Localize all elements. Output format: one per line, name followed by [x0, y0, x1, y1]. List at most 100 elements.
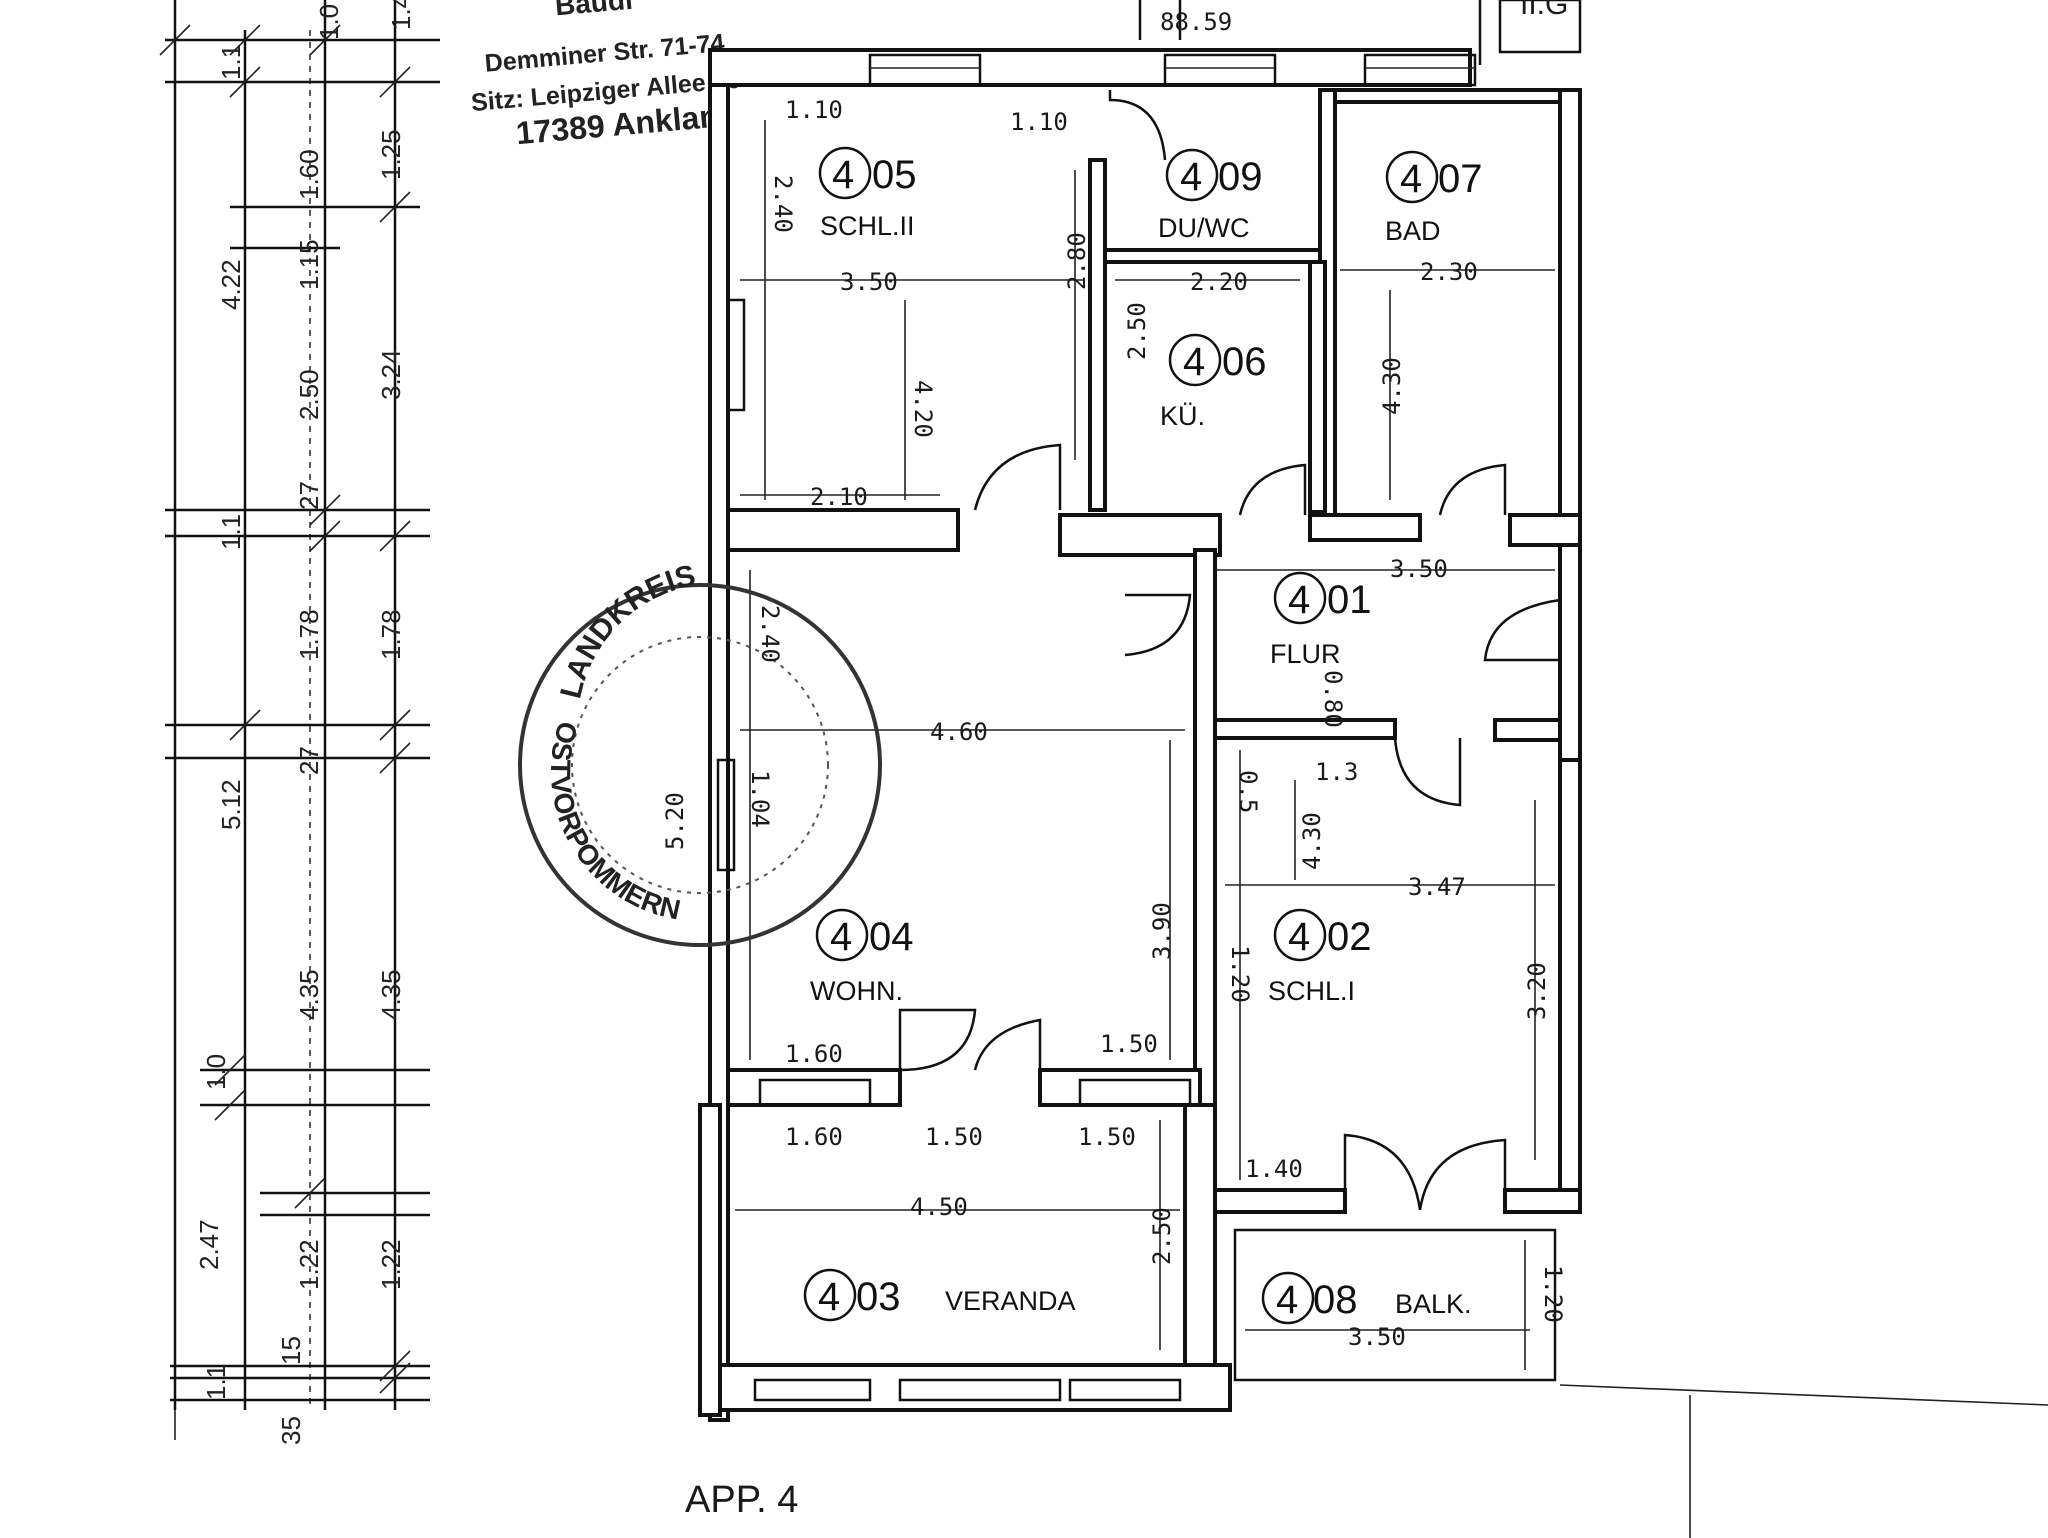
interior-dimension-lines: [735, 120, 1555, 1370]
right-margin-lines: [1559, 1384, 2048, 1538]
dim-bad-width: 2.30: [1420, 258, 1478, 286]
room-09-name: DU/WC: [1158, 213, 1249, 243]
dim-top-0: 1.0: [314, 4, 344, 40]
dim-col2-0: 1.1: [216, 44, 246, 80]
dim-col4-0: 1.25: [376, 129, 406, 180]
room-07-floor: 4: [1400, 157, 1422, 201]
dim-col3-2: 2.50: [294, 369, 324, 420]
area-fragment: 88.59: [1160, 8, 1232, 36]
room-05-floor: 4: [832, 153, 854, 197]
dim-ver-b: 1.50: [925, 1123, 983, 1151]
room-08-floor: 4: [1276, 1278, 1298, 1322]
room-07: 4 07 BAD: [1385, 150, 1483, 246]
dim-ku-width: 2.20: [1190, 268, 1248, 296]
room-05-num: 05: [872, 153, 917, 197]
dim-col3-7: 1.22: [294, 1239, 324, 1290]
dim-ver-a: 1.60: [785, 1123, 843, 1151]
dim-schl1-e: 1.40: [1245, 1155, 1303, 1183]
dim-col1-2: 2.47: [194, 1219, 224, 1270]
room-04: 4 04 WOHN.: [810, 908, 914, 1006]
dim-col1-0: 4.22: [216, 259, 246, 310]
dim-balk-depth: 1.20: [1539, 1265, 1567, 1323]
dim-ku-depth: 2.50: [1123, 302, 1151, 360]
dim-schl2-depth: 4.20: [909, 380, 937, 438]
dim-ver-depth: 2.50: [1148, 1207, 1176, 1265]
room-06-name: KÜ.: [1160, 401, 1205, 431]
room-02-num: 02: [1327, 915, 1372, 959]
dim-col3-0: 1.60: [294, 149, 324, 200]
room-05: 4 05 SCHL.II: [818, 146, 917, 241]
room-07-num: 07: [1438, 157, 1483, 201]
room-02-name: SCHL.I: [1268, 976, 1355, 1006]
dim-col4-4: 1.22: [376, 1239, 406, 1290]
room-06: 4 06 KÜ.: [1160, 333, 1267, 431]
dim-top-a: 1.10: [785, 96, 843, 124]
room-01-name: FLUR: [1270, 639, 1341, 669]
room-06-floor: 4: [1183, 340, 1205, 384]
dim-col3-5: 27: [294, 746, 324, 775]
dim-col3-6: 4.35: [294, 969, 324, 1020]
dim-schl2-window: 2.40: [769, 175, 797, 233]
top-fragments: 88.59 II.G: [1138, 0, 1582, 65]
dim-top-b: 1.10: [1010, 108, 1068, 136]
room-01-floor: 4: [1288, 578, 1310, 622]
windows: [716, 53, 1477, 1402]
dim-schl1-width: 3.47: [1408, 873, 1466, 901]
dim-schl1-depth: 3.20: [1523, 962, 1551, 1020]
dim-wohn-side: 3.90: [1148, 902, 1176, 960]
room-02: 4 02 SCHL.I: [1268, 908, 1372, 1006]
dim-flur-door: 0.80: [1319, 670, 1347, 728]
dim-col3-3: 27: [294, 481, 324, 510]
dim-schl1-d: 1.20: [1226, 945, 1254, 1003]
dim-schl1-b: 0.5: [1234, 770, 1262, 813]
official-seal: LANDKREIS OSTVORPOMMERN: [518, 559, 882, 947]
dim-wohn-depth: 5.20: [661, 792, 689, 850]
dim-col3-1: 1.15: [294, 239, 324, 290]
dim-schl1-c: 4.30: [1298, 812, 1326, 870]
walls: [698, 48, 1582, 1422]
room-08: 4 08 BALK.: [1261, 1271, 1472, 1325]
dim-bad-depth: 4.30: [1378, 357, 1406, 415]
plan-label: APP. 4: [685, 1479, 798, 1521]
dim-col4-1: 3.24: [376, 349, 406, 400]
room-08-num: 08: [1313, 1278, 1358, 1322]
room-01: 4 01 FLUR: [1270, 571, 1372, 669]
room-02-floor: 4: [1288, 915, 1310, 959]
dim-col4-3: 4.35: [376, 969, 406, 1020]
dim-wohn-window: 2.40: [756, 605, 784, 663]
interior-dimensions: 3.50 4.20 2.80 2.40 2.10 1.10 1.10 2.20 …: [661, 96, 1567, 1351]
room-09: 4 09 DU/WC: [1158, 148, 1263, 243]
room-05-name: SCHL.II: [820, 211, 915, 241]
dim-top-1: 1.4: [386, 0, 416, 30]
room-01-num: 01: [1327, 578, 1372, 622]
room-03-floor: 4: [818, 1275, 840, 1319]
dim-wohn-right: 1.50: [1100, 1030, 1158, 1058]
company-stamp: Baudi Demminer Str. 71-74 Sitz: Leipzige…: [470, 0, 741, 151]
doors: [898, 90, 1561, 1211]
room-04-num: 04: [869, 915, 914, 959]
room-06-num: 06: [1222, 340, 1267, 384]
dim-col2-2: 1.0: [201, 1054, 231, 1090]
dim-flur-width: 3.50: [1390, 555, 1448, 583]
dim-schl2-side: 2.80: [1063, 232, 1091, 290]
dim-col2-1: 1.1: [216, 514, 246, 550]
dim-col3-8: 15: [276, 1336, 306, 1365]
dim-col3-4: 1.78: [294, 609, 324, 660]
room-08-name: BALK.: [1395, 1289, 1472, 1319]
room-07-name: BAD: [1385, 216, 1441, 246]
dim-ver-width: 4.50: [910, 1193, 968, 1221]
seal-top-text: LANDKREIS: [554, 559, 698, 702]
dim-wohn-width: 4.60: [930, 718, 988, 746]
dim-schl2-bottom: 2.10: [810, 483, 868, 511]
room-04-floor: 4: [830, 915, 852, 959]
room-09-num: 09: [1218, 155, 1263, 199]
dim-col3-9: 35: [276, 1416, 306, 1445]
dim-balk-width: 3.50: [1348, 1323, 1406, 1351]
room-labels: 4 05 SCHL.II 4 09 DU/WC 4 07 BAD 4 06 KÜ…: [803, 146, 1483, 1325]
dim-schl1-a: 1.3: [1315, 758, 1358, 786]
dim-col1-1: 5.12: [216, 779, 246, 830]
left-dimension-chains: 4.22 5.12 2.47 1.1 1.1 1.0 1.1 1.60 1.15…: [159, 0, 440, 1445]
room-04-name: WOHN.: [810, 976, 903, 1006]
dim-wohn-window2: 1.04: [746, 770, 774, 828]
